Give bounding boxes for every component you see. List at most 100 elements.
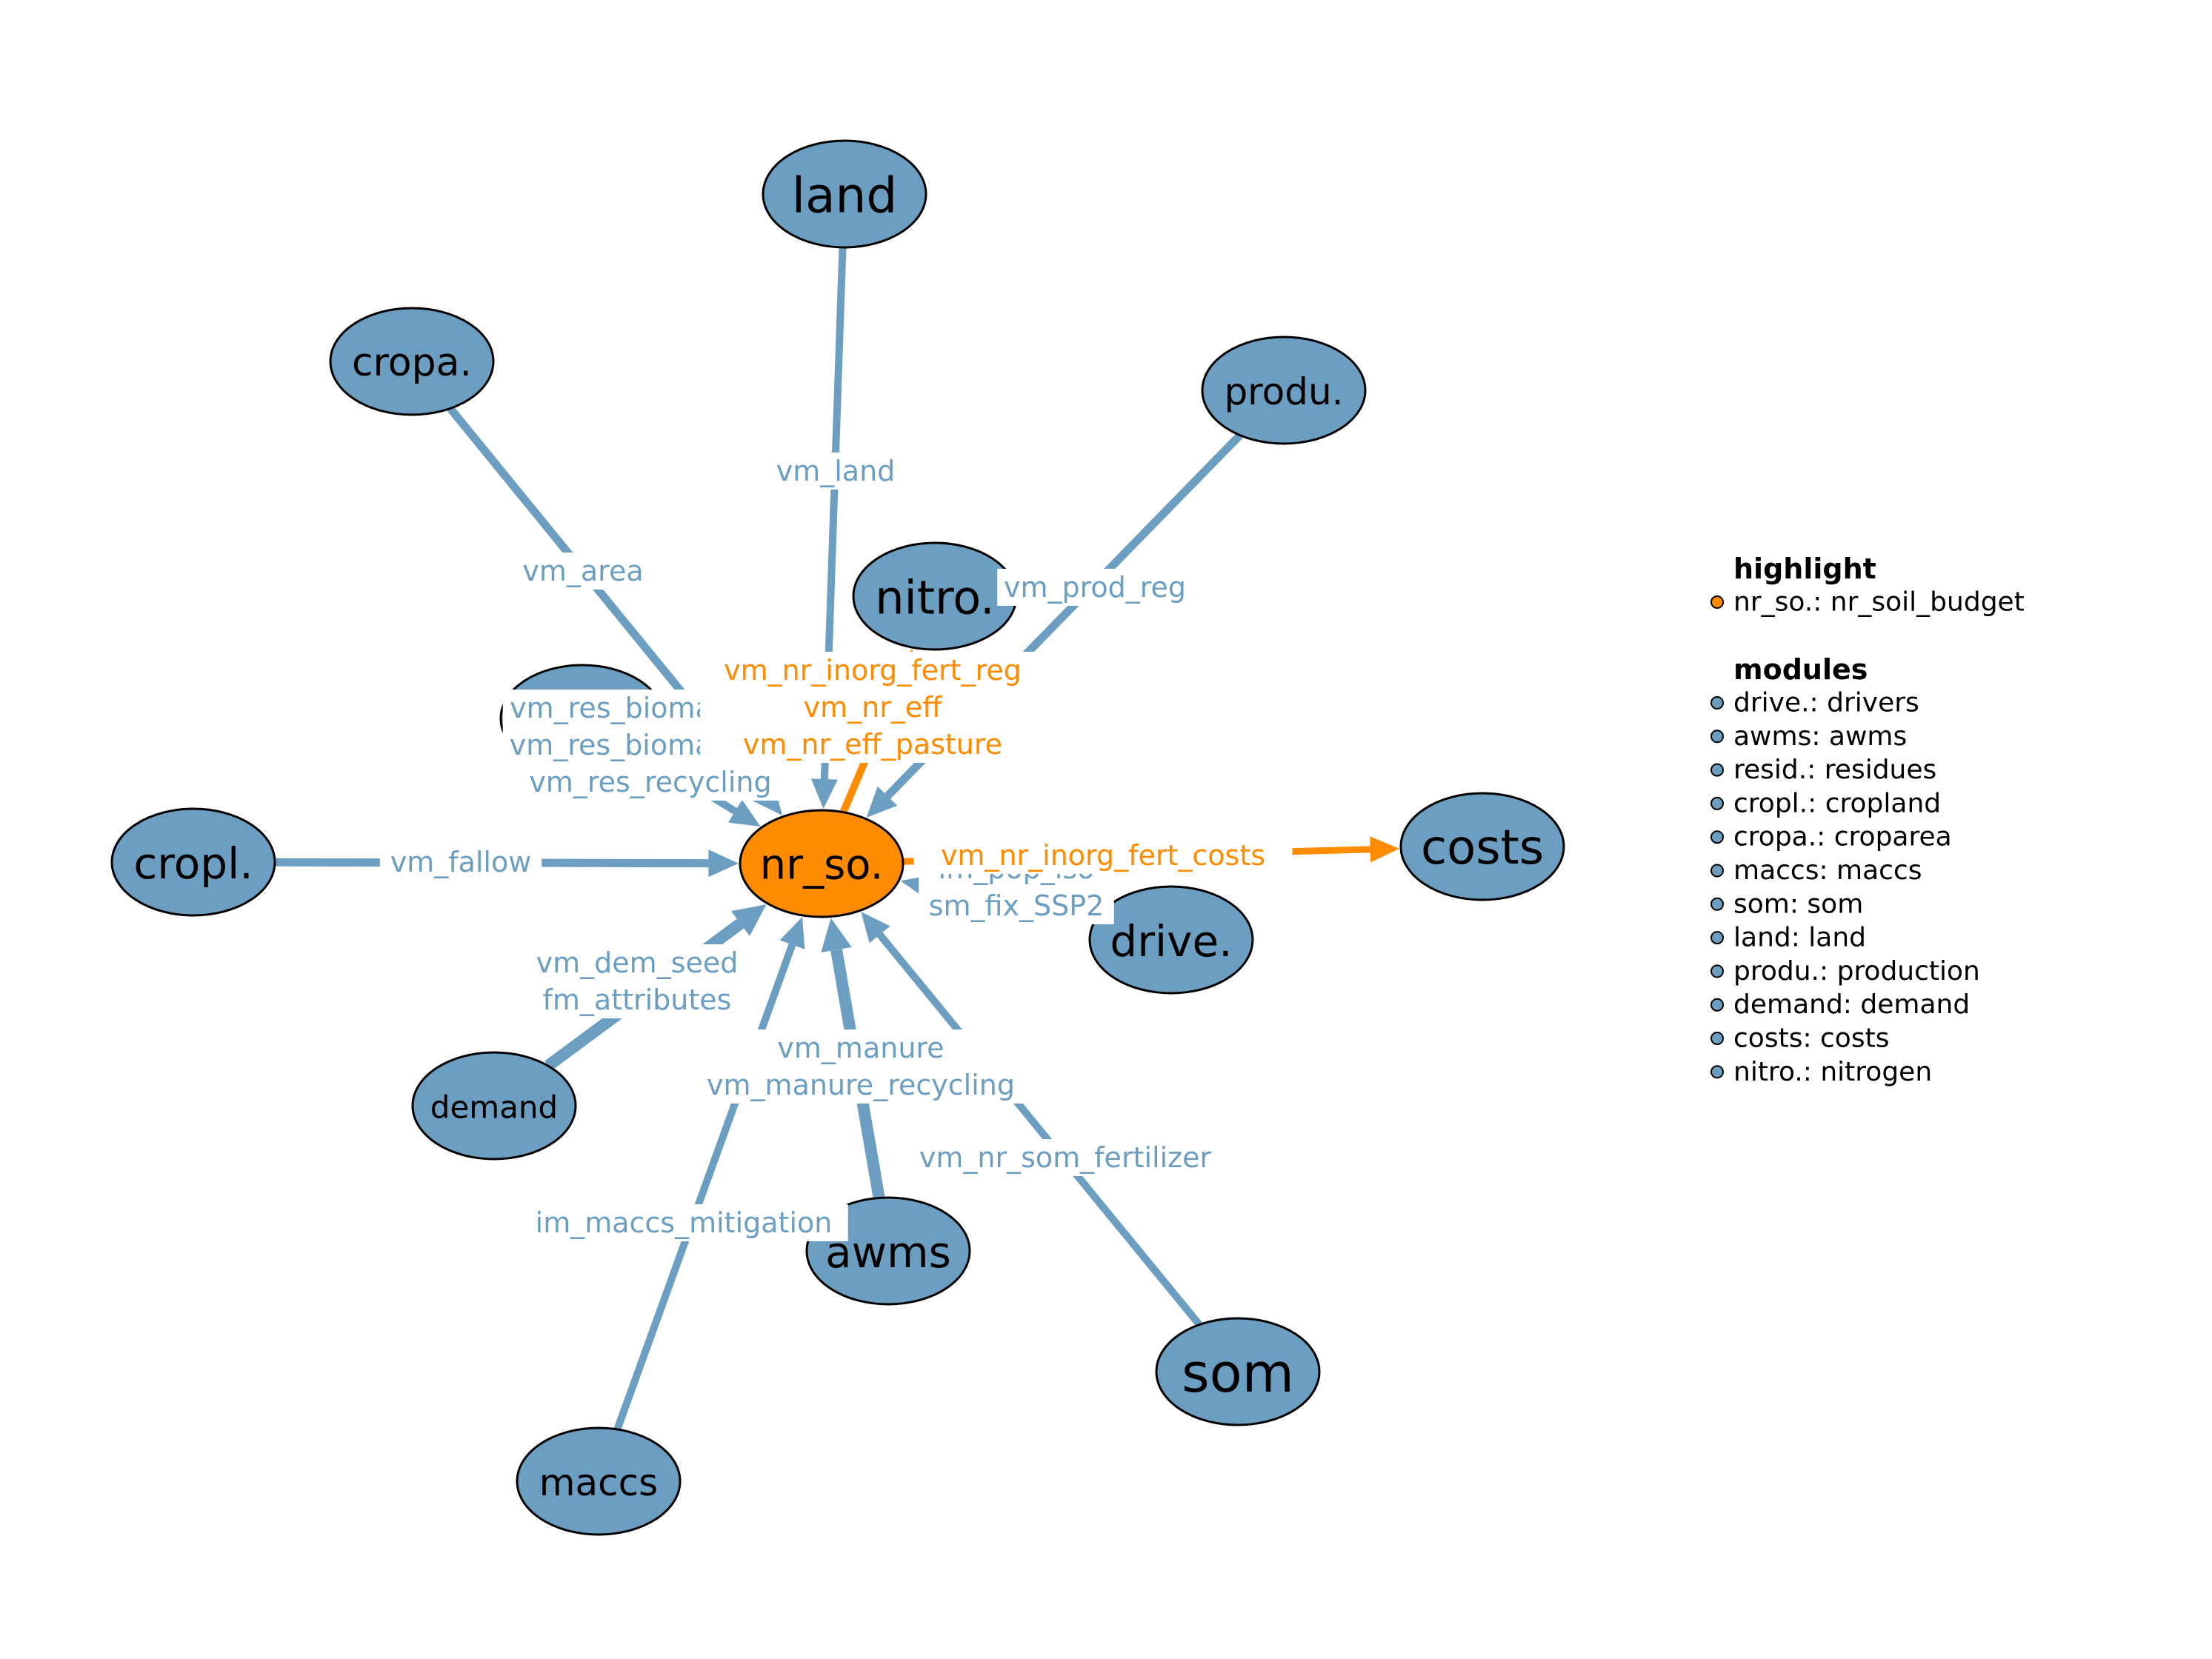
node-label: som [1182, 1342, 1294, 1404]
legend-item: cropl.: cropland [1710, 788, 1941, 818]
node-label: cropl. [133, 838, 253, 889]
legend-label: resid.: residues [1733, 755, 1936, 785]
legend-label: nr_so.: nr_soil_budget [1733, 587, 2025, 618]
edge-label-background [700, 652, 1045, 763]
node-label: nitro. [875, 571, 995, 625]
edge-line [876, 932, 1202, 1327]
edge-line [613, 943, 796, 1431]
edge-label: vm_nr_eff_pasture [743, 728, 1002, 761]
node-shape [1155, 1317, 1321, 1426]
node-nitro[interactable]: nitro. [852, 541, 1018, 651]
edge-arrowhead [779, 916, 805, 949]
node-costs[interactable]: costs [1399, 792, 1565, 901]
legend-label: demand: demand [1733, 989, 1970, 1020]
edge-label-background [893, 1139, 1238, 1176]
legend-label: costs: costs [1733, 1024, 1889, 1054]
node-demand[interactable]: demand [411, 1051, 577, 1161]
legend-label: som: som [1733, 889, 1863, 919]
legend-label: cropa.: croparea [1733, 822, 1952, 852]
legend-marker [1710, 830, 1724, 844]
edge-label: vm_dem_seed [536, 947, 739, 979]
node-label: cropa. [352, 341, 472, 385]
edge-label-group-cropa: vm_area [519, 553, 647, 590]
node-shape [411, 1051, 577, 1161]
edge-label: vm_nr_eff [804, 691, 943, 724]
edge-label: vm_manure_recycling [707, 1069, 1015, 1101]
edge-label: vm_nr_inorg_fert_reg [724, 654, 1022, 687]
node-produ[interactable]: produ. [1201, 336, 1367, 445]
legend-label: land: land [1733, 923, 1866, 953]
edge-label: vm_prod_reg [1004, 571, 1186, 604]
edge-arrowhead [821, 918, 852, 953]
edge-label: sm_fix_SSP2 [929, 889, 1105, 922]
edge-maccs-to-nr_so [613, 916, 805, 1431]
node-maccs[interactable]: maccs [516, 1426, 682, 1536]
legend-label: drive.: drivers [1733, 688, 1919, 718]
edge-label-background [913, 837, 1293, 874]
edge-label: fm_attributes [543, 984, 732, 1016]
node-shape [1088, 885, 1254, 995]
edge-label: vm_manure [777, 1032, 944, 1064]
legend-item: land: land [1710, 923, 1866, 953]
edge-label-background [696, 1029, 1025, 1104]
node-shape [1201, 336, 1367, 445]
legend-title: modules [1733, 653, 1868, 686]
legend-item: costs: costs [1710, 1024, 1889, 1054]
edge-arrowhead [1370, 836, 1400, 863]
node-label: produ. [1224, 370, 1343, 413]
legend-title: highlight [1733, 553, 1876, 585]
legend-item: produ.: production [1710, 956, 1980, 987]
legend-marker [1710, 964, 1724, 978]
edge-label: vm_nr_som_fertilizer [919, 1141, 1212, 1174]
legend-label: maccs: maccs [1733, 855, 1922, 886]
node-label: nr_so. [760, 841, 884, 889]
edge-label: vm_land [776, 455, 896, 487]
edge-arrowhead [810, 778, 838, 810]
edge-label-group-som: vm_nr_som_fertilizer [893, 1139, 1238, 1176]
node-shape [516, 1426, 682, 1536]
node-cropa[interactable]: cropa. [329, 307, 495, 416]
node-drive[interactable]: drive. [1088, 885, 1254, 995]
node-land[interactable]: land [762, 139, 927, 249]
legend-marker [1710, 1065, 1724, 1079]
edge-label: im_maccs_mitigation [536, 1206, 833, 1239]
node-shape [329, 307, 495, 416]
edge-label-group-maccs: im_maccs_mitigation [519, 1204, 848, 1241]
node-shape [110, 807, 276, 917]
node-label: drive. [1110, 916, 1232, 967]
legend-item: awms: awms [1710, 721, 1907, 752]
node-label: land [792, 167, 898, 224]
edge-som-to-nr_so [861, 912, 1202, 1327]
legend-marker [1710, 998, 1724, 1012]
legend-label: nitro.: nitrogen [1733, 1057, 1932, 1087]
edge-label-group-land: vm_land [771, 453, 900, 490]
node-label: costs [1421, 821, 1544, 875]
node-nr_so[interactable]: nr_so. [739, 809, 905, 918]
edge-arrowhead [708, 849, 739, 878]
node-cropl[interactable]: cropl. [110, 807, 276, 917]
legend-item: som: som [1710, 889, 1863, 919]
legend-marker [1710, 864, 1724, 878]
legend-marker [1710, 595, 1724, 609]
legend-marker [1710, 931, 1724, 945]
edge-label-group-cropl: vm_fallow [379, 844, 542, 881]
edge-arrowhead [730, 904, 767, 936]
node-label: maccs [539, 1461, 658, 1504]
legend-marker [1710, 696, 1724, 710]
legend-item: nitro.: nitrogen [1710, 1057, 1932, 1087]
legend-label: awms: awms [1733, 721, 1907, 752]
legend-item: maccs: maccs [1710, 855, 1922, 886]
edge-label-group-nitro: vm_nr_inorg_fert_reg vm_nr_eff vm_nr_eff_p… [700, 652, 1045, 763]
edge-label-group-costs: vm_nr_inorg_fert_costs [913, 837, 1293, 874]
legend-marker [1710, 1032, 1724, 1045]
node-shape [1399, 792, 1565, 901]
edge-label-group-awms: vm_manure vm_manure_recycling [696, 1029, 1025, 1104]
node-som[interactable]: som [1155, 1317, 1321, 1426]
node-label: demand [430, 1089, 558, 1126]
legend-marker [1710, 897, 1724, 911]
edge-label: vm_area [522, 555, 643, 587]
edge-label-background [997, 569, 1193, 606]
edge-label: vm_fallow [390, 846, 532, 878]
